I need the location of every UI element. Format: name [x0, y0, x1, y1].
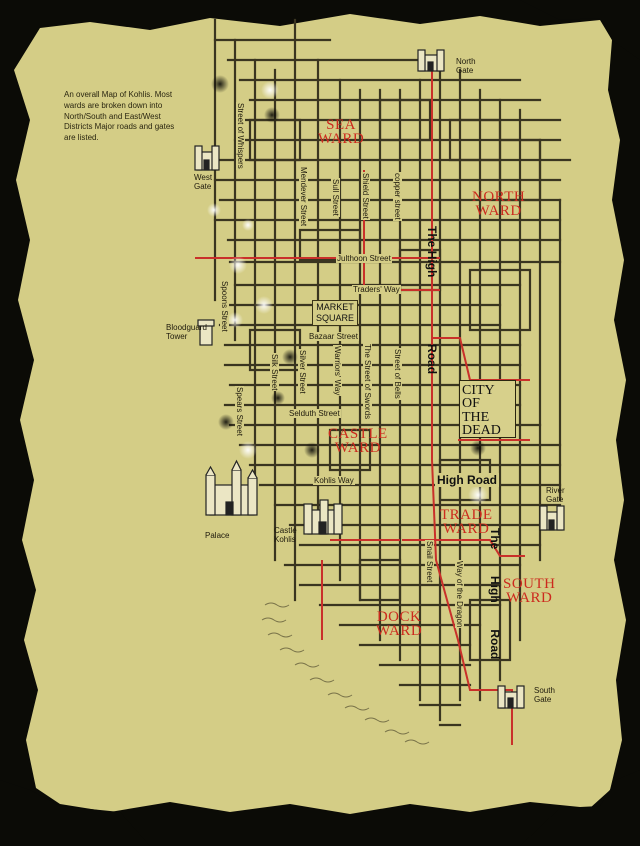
julthoon-street-label: Julthoon Street: [336, 254, 392, 264]
light-spots: [207, 81, 488, 505]
warriors-way-label: Warriors' Way: [332, 345, 342, 397]
kohlis-way-label: Kohlis Way: [313, 476, 355, 486]
way-of-the-dragon-label: Way of the Dragon: [454, 560, 464, 629]
silver-street-label: Silver Street: [297, 349, 307, 395]
copper-street-label: copper street: [392, 172, 402, 221]
dark-spots: [211, 75, 486, 458]
bloodguard-tower-icon: [197, 319, 215, 346]
spoons-street-label: Spoons Street: [219, 280, 229, 333]
palace-icon: [205, 459, 258, 516]
shield-street-label: Shield Street: [360, 172, 370, 220]
south-gate-icon: [497, 685, 525, 709]
traders-way-label: Traders' Way: [352, 285, 401, 295]
palace-label: Palace: [205, 531, 230, 540]
north-gate-icon: [417, 49, 445, 72]
bazaar-street-label: Bazaar Street: [308, 332, 359, 342]
map-legend: An overall Map of Kohlis. Most wards are…: [64, 90, 175, 143]
river-gate-icon: [539, 505, 565, 531]
street-of-swords-label: The Street of Swords: [362, 343, 372, 421]
high-road-center-label: High Road: [435, 473, 499, 487]
gate-icons: [194, 49, 565, 709]
coast-waves: [261, 602, 430, 745]
sull-street-label: Sull Street: [330, 178, 340, 217]
street-grid: [213, 18, 572, 727]
mendever-street-label: Mendever Street: [298, 166, 308, 228]
spears-street-label: Spears Street: [234, 386, 244, 437]
street-of-bells-label: Street of Bells: [392, 348, 402, 400]
silk-street-label: Silk Street: [269, 353, 279, 392]
west-gate-icon: [194, 145, 220, 171]
street-of-whispers-label: Street of Whispers: [235, 102, 245, 170]
castle-icon: [303, 499, 343, 535]
selduth-street-label: Selduth Street: [288, 409, 341, 419]
snail-street-label: Snail Street: [424, 540, 434, 584]
